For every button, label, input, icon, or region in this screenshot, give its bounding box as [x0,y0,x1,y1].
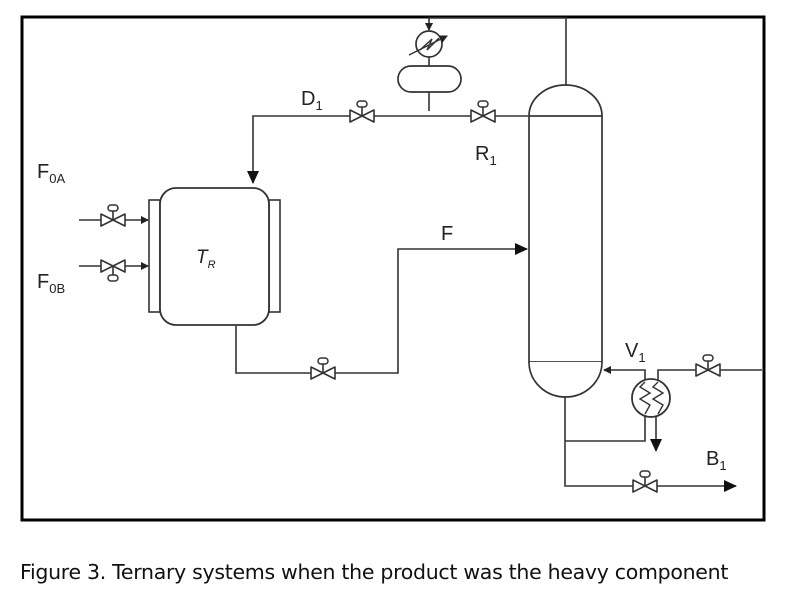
valve-d1[interactable] [349,100,375,123]
figure-caption: Figure 3. Ternary systems when the produ… [20,560,729,584]
valve-steam[interactable] [695,354,721,377]
reboiler-feed-line [565,416,646,442]
reactor-jacket-right [268,199,281,313]
reflux-drum[interactable] [397,65,462,93]
column-feed-label: F [441,223,453,245]
valve-f0a[interactable] [100,204,126,227]
feed-a-label: F0A [37,161,65,186]
distillate-recycle-line [247,115,528,184]
vapor-return-line [603,366,646,382]
reactor-vessel[interactable] [159,187,270,326]
reactor-label: TR [196,247,216,271]
valve-f0b[interactable] [100,259,126,282]
figure-frame [20,15,766,522]
condenser[interactable] [408,30,448,58]
valve-b1[interactable] [632,470,658,493]
reboiler[interactable] [631,378,671,418]
vapor-boilup-label: V1 [625,340,646,365]
distillation-column[interactable] [528,84,603,398]
bottoms-label: B1 [706,448,727,473]
feed-line [235,243,528,374]
valve-feed[interactable] [310,357,336,380]
bottoms-line [564,397,737,492]
overhead-vapor-line [425,17,567,85]
reactor-jacket-left [148,199,161,313]
steam-supply-line [657,369,762,380]
valve-r1[interactable] [470,100,496,123]
feed-b-label: F0B [37,271,65,296]
distillate-label: D1 [301,88,323,113]
reflux-label: R1 [475,143,497,168]
